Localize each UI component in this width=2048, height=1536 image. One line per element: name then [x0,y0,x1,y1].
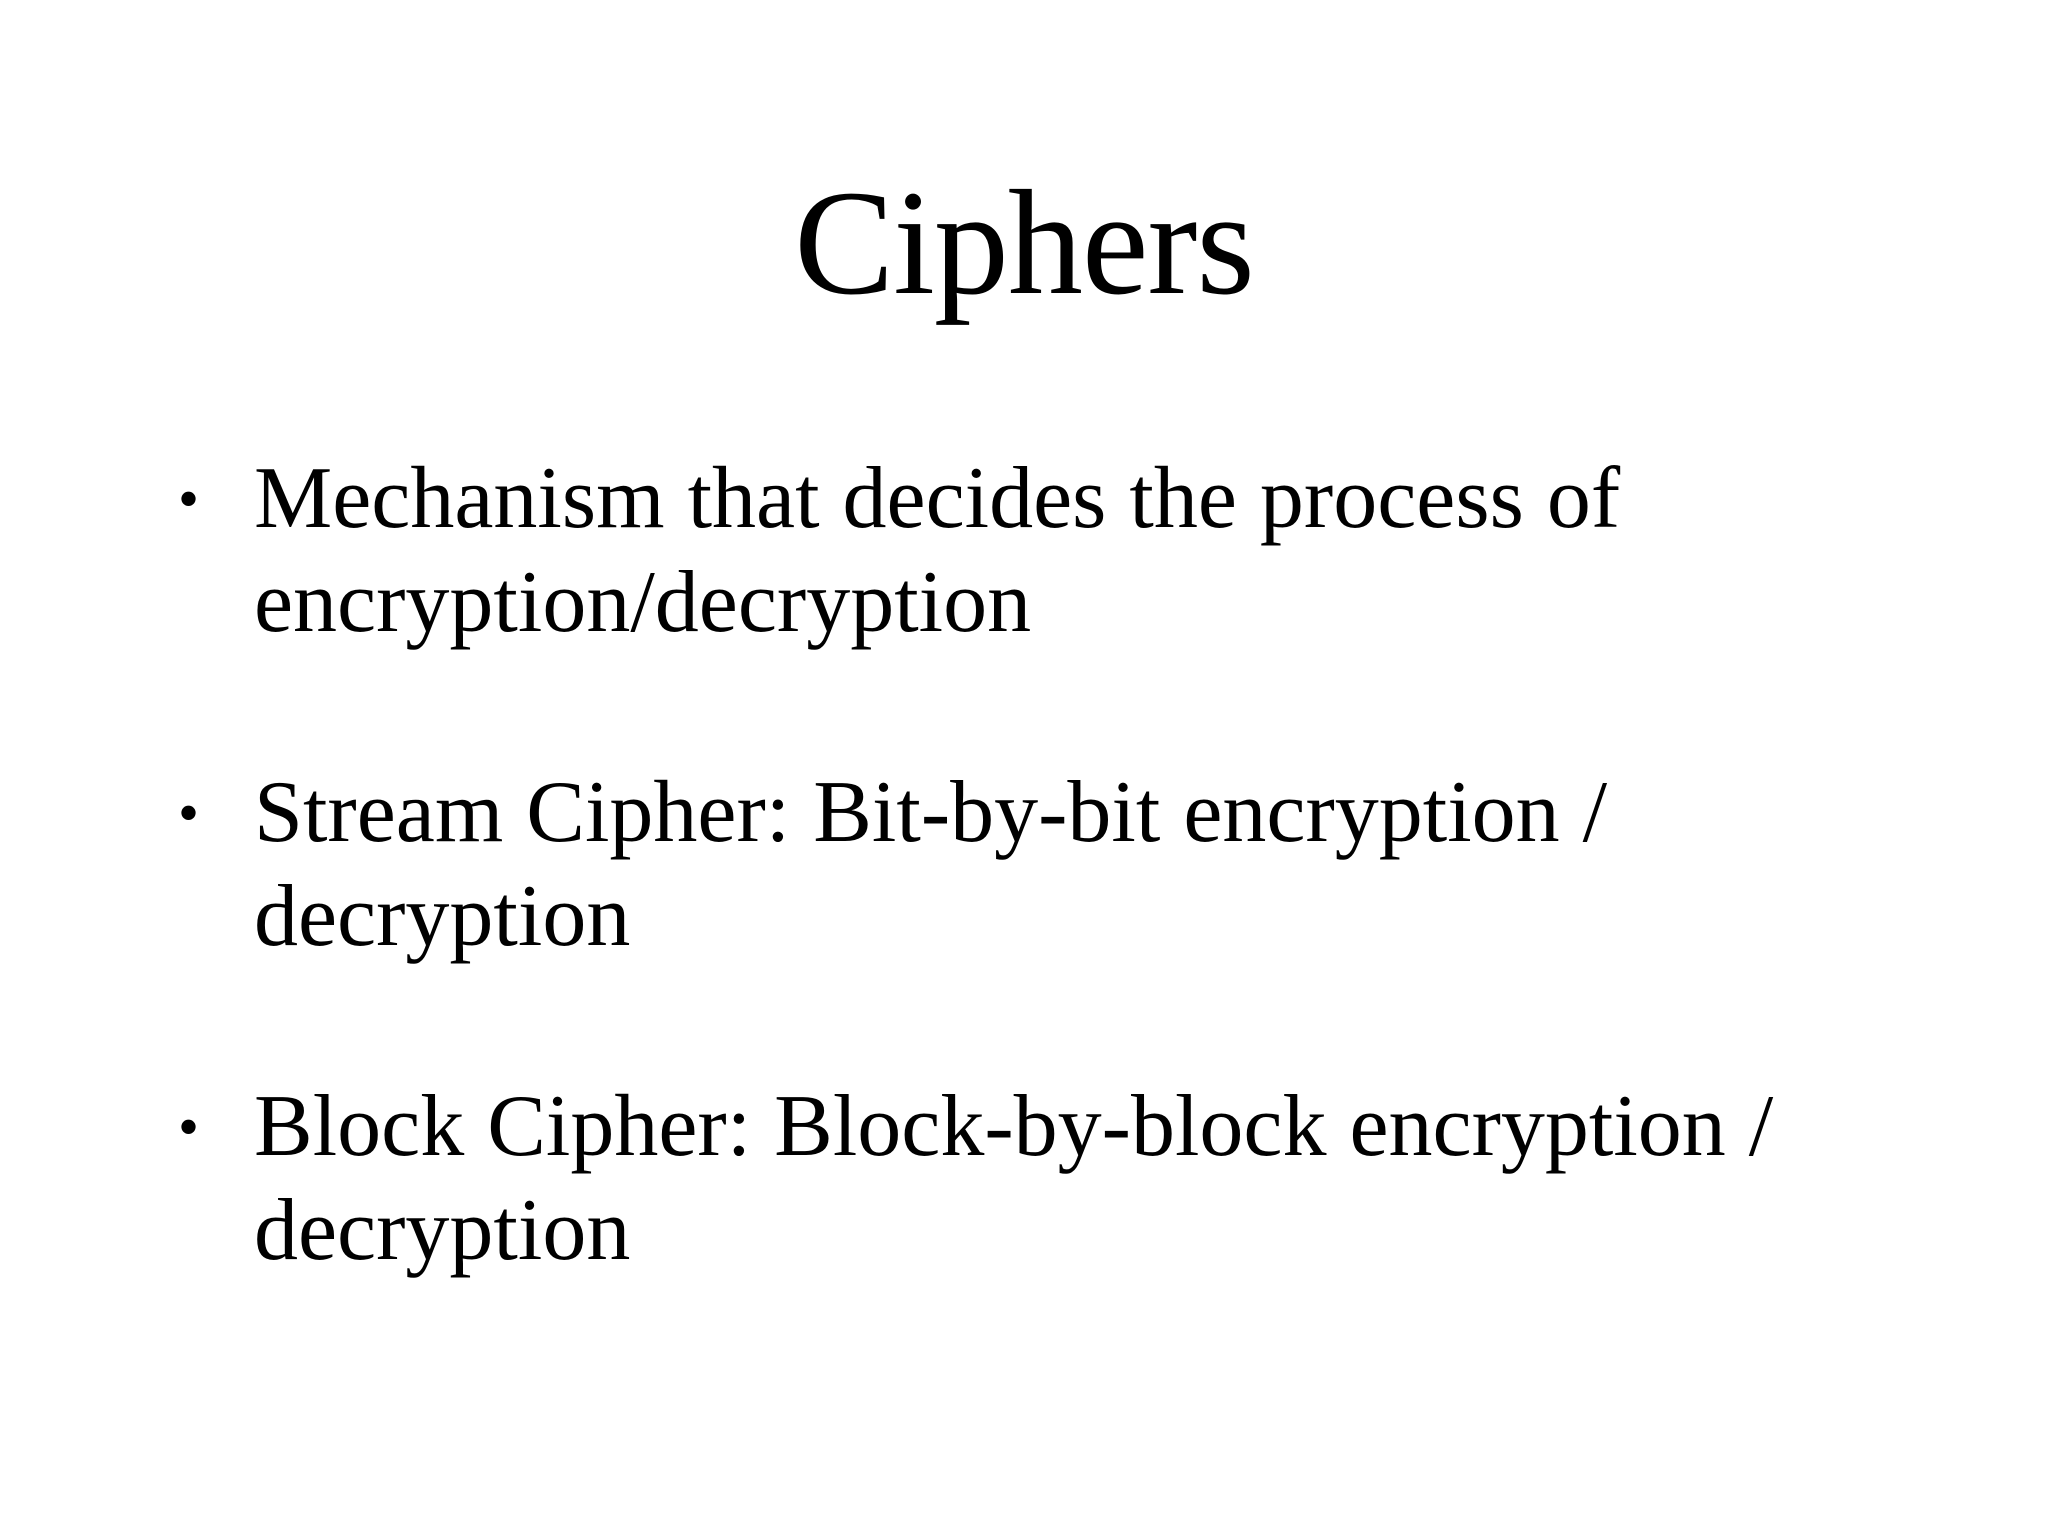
bullet-list: • Mechanism that decides the process of … [170,447,1870,1283]
list-item-label: Mechanism that decides the process of en… [254,450,1621,651]
list-item[interactable]: • Block Cipher: Block-by-block encryptio… [170,1075,1870,1283]
bullet-point-icon: • [178,466,200,532]
bullet-point-icon: • [178,780,200,846]
list-item[interactable]: • Stream Cipher: Bit-by-bit encryption /… [170,761,1870,969]
list-item[interactable]: • Mechanism that decides the process of … [170,447,1870,655]
page-title: Ciphers [794,160,1255,326]
list-item-label: Block Cipher: Block-by-block encryption … [254,1078,1774,1279]
bullet-point-icon: • [178,1094,200,1160]
list-item-label: Stream Cipher: Bit-by-bit encryption / d… [254,764,1608,965]
